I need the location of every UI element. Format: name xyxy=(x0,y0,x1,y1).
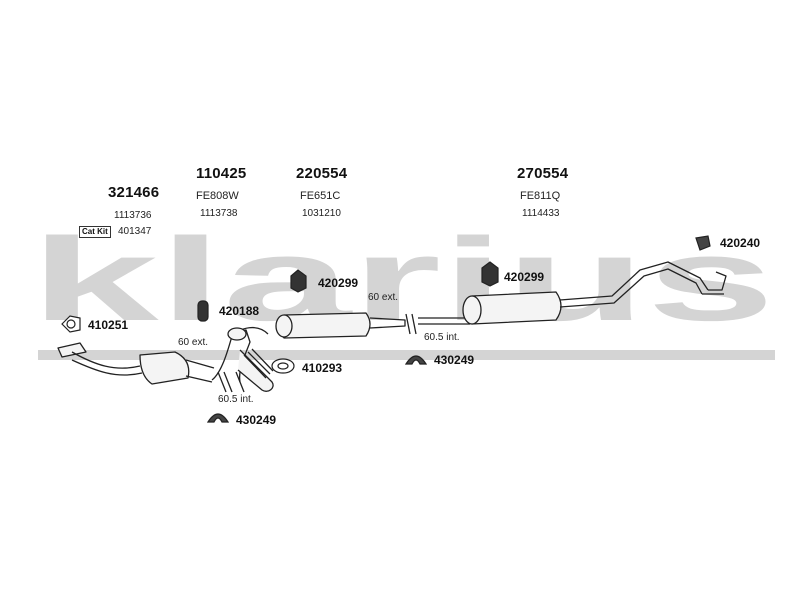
note-60-ext-rear: 60 ext. xyxy=(368,292,399,303)
fitting-430249-center: 430249 xyxy=(434,353,475,367)
gasket-icon xyxy=(61,315,81,333)
part-code-center-silencer: FE651C xyxy=(300,190,341,202)
part-number-rear-silencer: 270554 xyxy=(517,165,569,182)
part-code-front-pipe: FE808W xyxy=(196,190,239,202)
fitting-410293: 410293 xyxy=(302,361,343,375)
part-number-catalyst: 321466 xyxy=(108,184,160,201)
fitting-420299-center: 420299 xyxy=(318,276,359,290)
klarius-watermark: klarius xyxy=(30,222,775,360)
part-sub-front-pipe: 1113738 xyxy=(200,208,238,219)
clamp-icon xyxy=(695,235,711,251)
part-sub-rear-silencer: 1114433 xyxy=(522,208,560,219)
gasket-icon xyxy=(271,358,295,374)
cat-kit-badge: Cat Kit xyxy=(79,226,111,238)
note-60-ext-front: 60 ext. xyxy=(178,337,209,348)
watermark-text: klarius xyxy=(30,222,775,346)
note-60-5-int-front: 60.5 int. xyxy=(218,394,254,405)
fitting-420240: 420240 xyxy=(720,236,761,250)
fitting-410251: 410251 xyxy=(88,318,129,332)
part-number-front-pipe: 110425 xyxy=(196,165,247,182)
catalytic-converter xyxy=(57,342,215,385)
rear-silencer xyxy=(418,261,727,325)
fitting-420299-rear: 420299 xyxy=(504,270,545,284)
clamp-icon xyxy=(206,413,230,423)
part-number-center-silencer: 220554 xyxy=(296,165,348,182)
center-silencer xyxy=(275,312,417,339)
rubber-mount-icon xyxy=(290,269,307,293)
rubber-mount-icon xyxy=(197,300,209,322)
clamp-icon xyxy=(404,355,428,365)
rubber-mount-icon xyxy=(481,261,499,287)
fitting-420188: 420188 xyxy=(219,304,260,318)
part-sub-center-silencer: 1031210 xyxy=(302,208,341,219)
part-code-rear-silencer: FE811Q xyxy=(520,190,561,202)
part-sub-catalyst: 1113736 xyxy=(114,210,152,221)
front-pipe xyxy=(211,327,274,393)
note-60-5-int-rear: 60.5 int. xyxy=(424,332,460,343)
watermark-underline xyxy=(38,350,775,360)
cat-kit-number: 401347 xyxy=(118,226,152,237)
fitting-430249-front: 430249 xyxy=(236,413,277,427)
